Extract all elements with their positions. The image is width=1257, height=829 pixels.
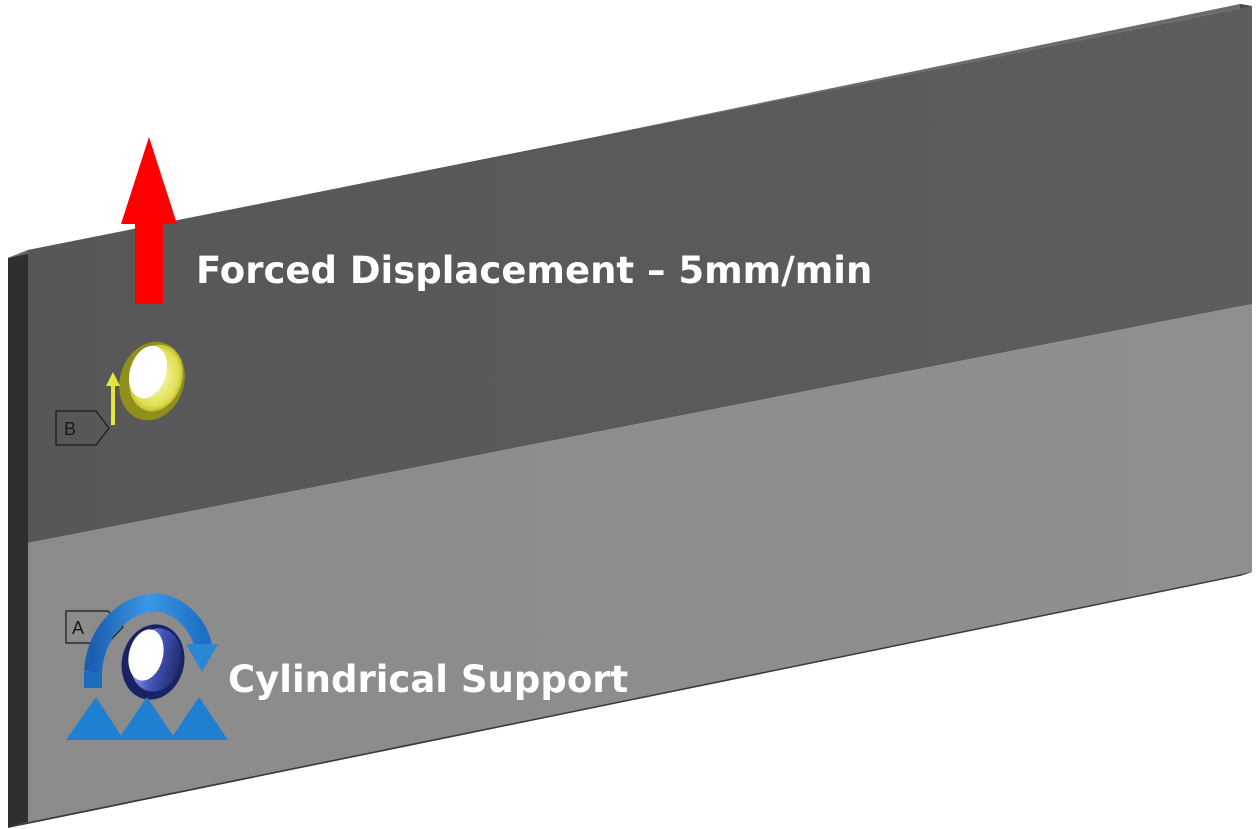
tag-b-letter: B [64,419,76,439]
plate-upper-face [28,6,1252,543]
plate-body [8,4,1252,828]
small-load-marker-icon [106,372,120,425]
tag-a-letter: A [72,618,84,638]
plate-left-edge [8,250,28,828]
rotation-arrow-icon [84,593,218,688]
forced-displacement-label: Forced Displacement – 5mm/min [196,249,872,292]
plate-bottom-edge [8,572,1252,828]
displacement-arrow-icon [121,137,177,304]
plate-lower-face [28,304,1252,822]
plate-top-edge [8,4,1252,258]
support-triangles-icon [66,697,228,740]
tag-b: B [55,410,110,446]
load-hole-icon [119,341,185,421]
tag-a: A [65,610,124,644]
cylindrical-support-bc[interactable]: A Cylindrical Support [65,593,628,740]
forced-displacement-bc[interactable]: B Forced Displacement – 5mm/min [55,137,872,446]
support-hole-icon [121,624,185,700]
cylindrical-support-label: Cylindrical Support [228,658,628,701]
